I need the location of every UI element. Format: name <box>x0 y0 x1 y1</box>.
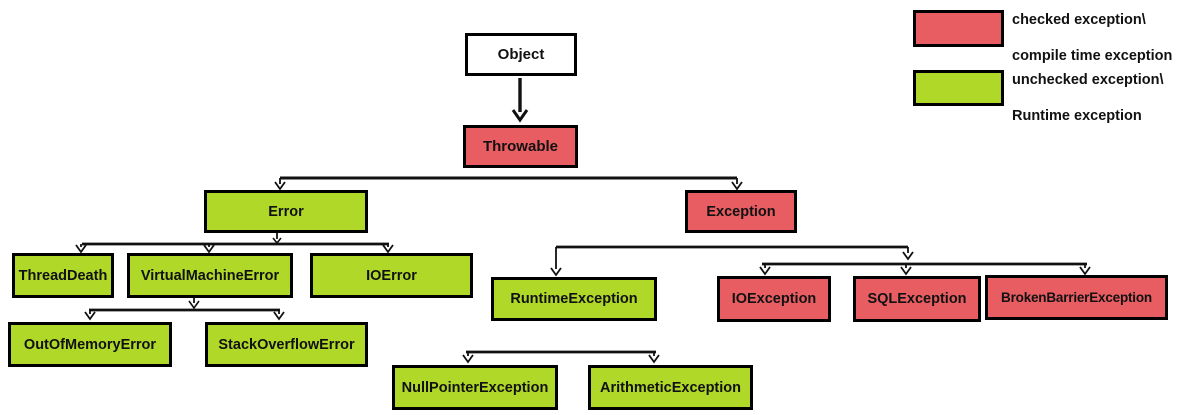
node-stackoverflowerror: StackOverflowError <box>205 322 368 367</box>
edge-throwable-error-arrowhead <box>274 181 286 191</box>
legend-checked-swatch <box>913 10 1004 47</box>
edge-ioexception-arrowhead <box>759 266 771 276</box>
node-throwable: Throwable <box>463 125 578 168</box>
edge-arithmetic-arrowhead <box>648 354 660 364</box>
node-error: Error <box>204 190 368 233</box>
node-brokenbarrierexception: BrokenBarrierException <box>985 275 1168 320</box>
node-nullpointerexception: NullPointerException <box>392 365 558 410</box>
edge-nullpointer-arrowhead <box>462 354 474 364</box>
edge-vme-arrowhead <box>203 244 215 254</box>
legend-unchecked-label: unchecked exception\ Runtime exception <box>1012 71 1164 125</box>
edge-bar1-bar2-arrowhead <box>902 251 914 261</box>
edge-throwable-exception-arrowhead <box>731 181 743 191</box>
legend-unchecked-line2: Runtime exception <box>1012 108 1142 124</box>
node-outofmemoryerror: OutOfMemoryError <box>8 322 172 367</box>
node-object: Object <box>465 33 577 76</box>
edge-ioerror-arrowhead <box>382 244 394 254</box>
node-ioexception: IOException <box>717 276 831 322</box>
legend-checked-line1: checked exception\ <box>1012 12 1146 28</box>
edge-object-throwable-arrowhead <box>511 109 529 123</box>
node-sqlexception: SQLException <box>853 276 981 322</box>
node-runtimeexception: RuntimeException <box>491 277 657 321</box>
legend-unchecked-line1: unchecked exception\ <box>1012 72 1164 88</box>
node-arithmeticexception: ArithmeticException <box>588 365 753 410</box>
node-virtualmachineerror: VirtualMachineError <box>127 253 293 298</box>
node-threaddeath: ThreadDeath <box>12 253 114 298</box>
edge-oom-arrowhead <box>84 311 96 321</box>
node-ioerror: IOError <box>310 253 473 298</box>
edge-vme-down-arrowhead <box>188 300 200 310</box>
edge-sqlexception-arrowhead <box>900 266 912 276</box>
legend-checked-line2: compile time exception <box>1012 48 1173 64</box>
node-exception: Exception <box>685 190 797 233</box>
legend-unchecked-swatch <box>913 70 1004 106</box>
edge-error-stub-arrowhead <box>272 237 282 245</box>
edge-brokenbarrier-arrowhead <box>1079 266 1091 276</box>
edge-runtime-arrowhead <box>550 267 562 277</box>
edge-sof-arrowhead <box>273 311 285 321</box>
edge-threaddeath-arrowhead <box>75 244 87 254</box>
legend-checked-label: checked exception\ compile time exceptio… <box>1012 11 1172 65</box>
